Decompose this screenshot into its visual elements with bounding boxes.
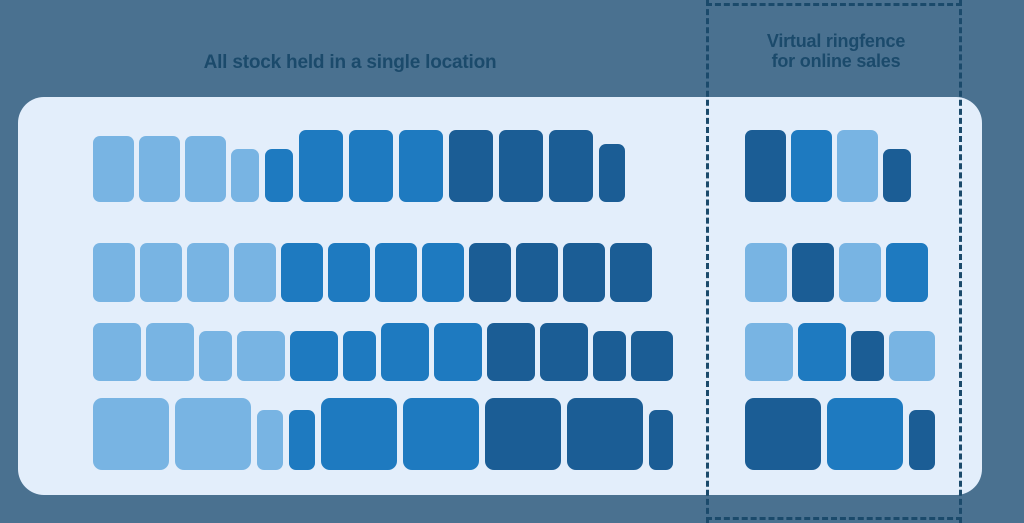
ringfence-boundary-bottom [706, 517, 962, 520]
stock-block-dark [599, 144, 625, 202]
stock-block-grid-ringfence [745, 130, 935, 470]
stock-block-light [146, 323, 194, 381]
stock-block-light [745, 243, 787, 302]
stock-block-medium [399, 130, 443, 202]
stock-block-light [199, 331, 232, 381]
stock-block-light [93, 243, 135, 302]
stock-block-light [175, 398, 251, 470]
stock-block-dark [487, 323, 535, 381]
stock-block-dark [649, 410, 673, 470]
stock-block-light [187, 243, 229, 302]
stock-block-grid-main [93, 130, 673, 470]
stock-block-medium [321, 398, 397, 470]
stock-block-dark [549, 130, 593, 202]
ringfence-boundary-top [706, 3, 962, 6]
stock-block-medium [403, 398, 479, 470]
stock-block-light [837, 130, 878, 202]
stock-block-medium [434, 323, 482, 381]
stock-block-light [140, 243, 182, 302]
stock-block-medium [798, 323, 846, 381]
stock-block-dark [883, 149, 911, 202]
stock-block-medium [281, 243, 323, 302]
stock-block-dark [631, 331, 673, 381]
stock-block-dark [567, 398, 643, 470]
stock-block-medium [328, 243, 370, 302]
stock-block-dark [563, 243, 605, 302]
stock-block-light [257, 410, 283, 470]
stock-block-medium [827, 398, 903, 470]
stock-block-dark [792, 243, 834, 302]
stock-block-dark [540, 323, 588, 381]
stock-block-dark [449, 130, 493, 202]
stock-block-medium [265, 149, 293, 202]
stock-block-dark [485, 398, 561, 470]
stock-block-medium [299, 130, 343, 202]
stock-block-medium [289, 410, 315, 470]
stock-block-medium [886, 243, 928, 302]
stock-block-light [185, 136, 226, 202]
stock-block-dark [745, 398, 821, 470]
stock-block-dark [851, 331, 884, 381]
stock-block-dark [745, 130, 786, 202]
stock-block-dark [499, 130, 543, 202]
stock-block-medium [791, 130, 832, 202]
stock-block-light [139, 136, 180, 202]
stock-block-light [889, 331, 935, 381]
stock-block-light [237, 331, 285, 381]
stock-block-medium [381, 323, 429, 381]
stock-block-medium [422, 243, 464, 302]
stock-block-light [745, 323, 793, 381]
stock-block-dark [469, 243, 511, 302]
stock-block-medium [290, 331, 338, 381]
heading-all-stock-single-location: All stock held in a single location [203, 52, 497, 73]
stock-block-dark [516, 243, 558, 302]
stock-block-dark [593, 331, 626, 381]
stock-block-light [234, 243, 276, 302]
stock-block-light [839, 243, 881, 302]
stock-block-light [93, 398, 169, 470]
stock-block-medium [375, 243, 417, 302]
stock-block-dark [909, 410, 935, 470]
stock-block-light [93, 323, 141, 381]
stock-block-medium [343, 331, 376, 381]
stock-block-light [231, 149, 259, 202]
heading-virtual-ringfence: Virtual ringfence for online sales [766, 31, 906, 72]
stock-block-medium [349, 130, 393, 202]
stock-block-dark [610, 243, 652, 302]
stock-block-light [93, 136, 134, 202]
